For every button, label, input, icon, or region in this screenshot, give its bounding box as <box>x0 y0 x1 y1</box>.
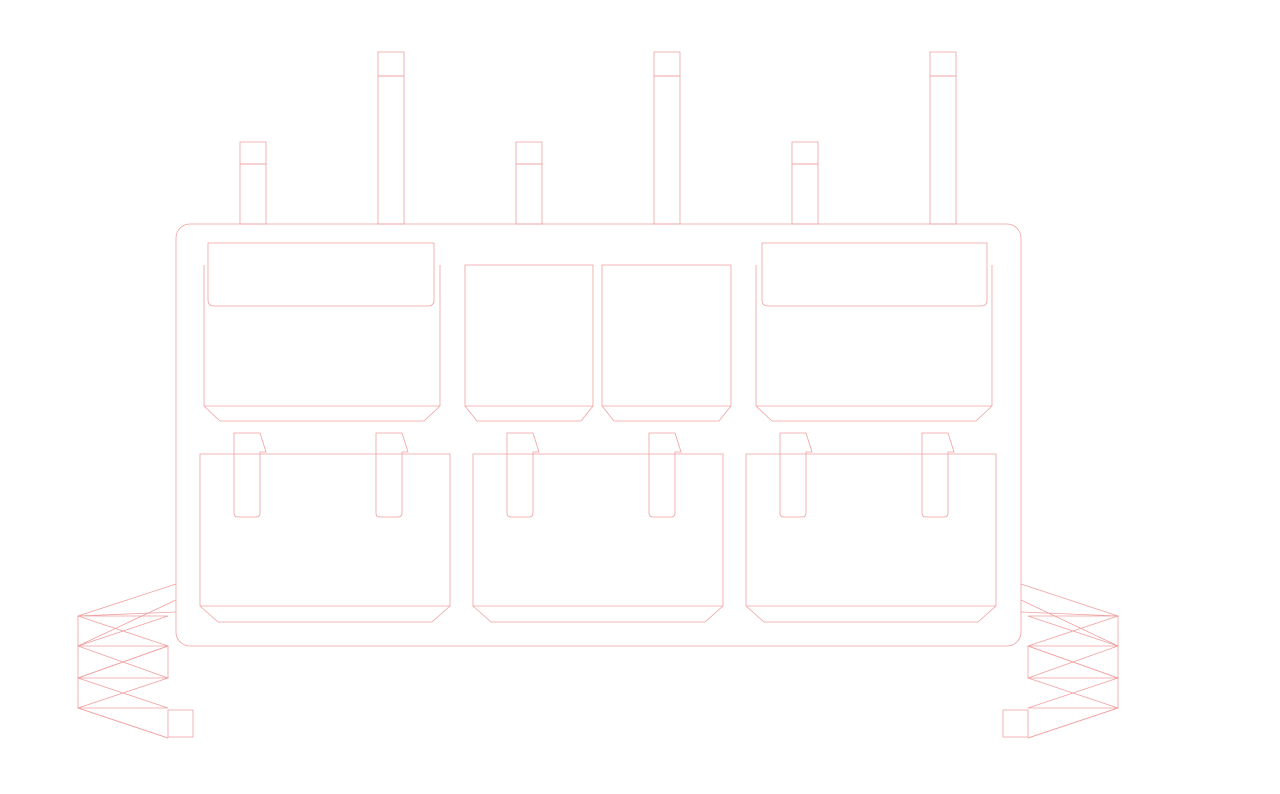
spring-foot <box>1003 710 1028 737</box>
locking-tab <box>780 433 812 517</box>
pin-short <box>792 142 818 224</box>
lower-cavity-center <box>473 433 723 622</box>
locking-tab <box>922 433 954 517</box>
pin-tall <box>378 52 404 224</box>
upper-cavity-center-right <box>602 265 731 421</box>
locking-tab <box>376 433 408 517</box>
locking-tab <box>234 433 266 517</box>
latch-window <box>762 243 987 306</box>
side-spring-left <box>78 584 193 738</box>
spring-foot <box>168 710 193 737</box>
pin-tall <box>930 52 956 224</box>
locking-tab <box>649 433 681 517</box>
pin-short <box>516 142 542 224</box>
upper-cavity-left <box>204 243 440 421</box>
side-spring-right <box>1003 584 1118 738</box>
lower-cavity-left <box>200 433 450 622</box>
upper-cavity-right <box>756 243 992 421</box>
pin-short <box>240 142 266 224</box>
latch-window <box>208 243 434 306</box>
connector-housing <box>176 224 1021 646</box>
terminal-pins <box>240 52 956 224</box>
lower-cavity-right <box>746 433 996 622</box>
pin-tall <box>654 52 680 224</box>
locking-tab <box>507 433 539 517</box>
upper-cavity-center-left <box>465 265 593 421</box>
